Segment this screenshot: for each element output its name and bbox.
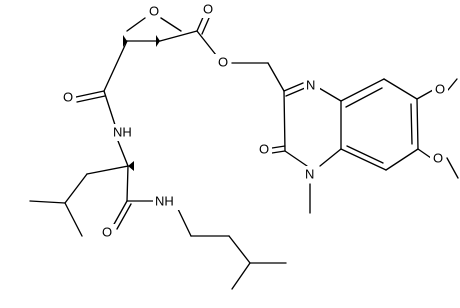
bond-n-ch2a: [177, 208, 192, 237]
bond-c6-c7: [416, 98, 419, 150]
bond-c2-oxo-b: [271, 145, 286, 149]
methoxy2-o-label: O: [433, 150, 443, 165]
bond-calpha-cbeta: [86, 165, 129, 175]
bond-c6-c7-inner: [410, 103, 413, 145]
bond-c6-o: [416, 89, 434, 100]
wedge-c3: [156, 35, 160, 47]
ring-nme-label: N: [305, 166, 314, 181]
wedge-c2: [123, 35, 127, 47]
bond-cgamma-me2: [64, 202, 83, 237]
bond-amide1-co-b: [76, 95, 106, 103]
ring-n-label: N: [306, 77, 315, 92]
bond-n-calpha: [117, 140, 129, 167]
bond-o-me2: [446, 157, 459, 179]
bond-c8-c8a-inner: [346, 145, 384, 164]
amide2-o-label: O: [102, 224, 112, 239]
bond-cgamma-me1: [29, 200, 66, 204]
bond-c8-c8a: [340, 148, 387, 171]
bond-c7-o: [417, 148, 432, 159]
amide1-o-label: O: [63, 89, 73, 104]
bond-ch2-ring: [267, 62, 285, 92]
bond-c7-c8: [385, 148, 419, 171]
bond-epox-o-right: [160, 17, 182, 32]
bond-ester-c-o: [196, 30, 217, 56]
epoxide-o-label: O: [149, 3, 159, 18]
bond-lines: [29, 14, 459, 290]
bond-c2-oxo-a: [271, 150, 286, 154]
amide1-nh-label: NH: [113, 124, 132, 139]
ester-carbonyl-o-label: O: [203, 1, 213, 16]
bond-amide2-co-a: [112, 200, 128, 227]
atom-labels: O O O O NH O NH N N O O O: [60, 1, 448, 241]
wedge-calpha: [128, 161, 134, 171]
bond-c2-amide-c: [103, 40, 128, 92]
bond-c4a-c5-inner: [345, 87, 383, 108]
bond-amide1-co-a: [75, 90, 105, 98]
bond-amide2-co-b: [116, 203, 132, 230]
bond-c3-n4-double: [285, 87, 306, 97]
methoxy1-o-label: O: [435, 81, 445, 96]
bond-ester-co-b: [201, 17, 210, 35]
bond-epox-o-left: [126, 17, 146, 32]
bond-c4a-c5: [340, 78, 385, 102]
bond-cbeta-cgamma: [64, 173, 88, 204]
amide2-nh-label: NH: [155, 193, 174, 208]
bond-amide1-c-n: [103, 90, 117, 129]
bond-calpha-amide2-c: [126, 165, 129, 202]
bond-c2-c3: [283, 90, 286, 152]
bond-c5-c6: [383, 78, 418, 100]
bond-c3-carbonyl: [159, 30, 198, 42]
bond-ch-me2: [231, 262, 251, 290]
bond-ch2b-ch: [228, 235, 251, 264]
oxo-o-label: O: [259, 141, 269, 156]
bond-n1-c2: [284, 150, 308, 167]
ester-o-label: O: [218, 54, 228, 69]
bond-c8a-n1: [319, 148, 342, 167]
bond-o-me1: [447, 78, 458, 91]
bond-c3-n4: [283, 82, 304, 92]
bond-n4-c4a: [318, 87, 342, 102]
